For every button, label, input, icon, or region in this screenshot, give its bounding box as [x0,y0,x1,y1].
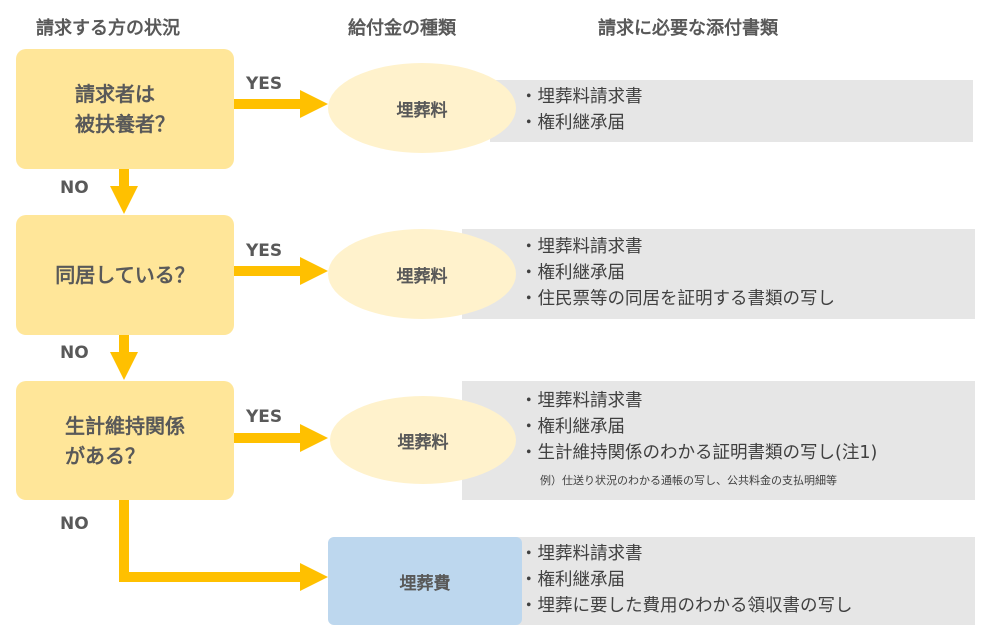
document-list-3: ・埋葬料請求書 ・権利継承届 ・生計維持関係のわかる証明書類の写し(注1) [520,388,877,466]
question-cohabiting-text: 同居している？ [55,263,195,287]
document-item: ・埋葬料請求書 [520,544,643,564]
benefit-box-4: 埋葬費 [328,537,522,625]
question-dependent: 請求者は 被扶養者？ [16,49,234,169]
benefit-label-1: 埋葬料 [396,100,448,121]
yes-arrow-shaft-3 [234,433,302,443]
documents-panel-1 [490,80,973,142]
documents-panel-2 [462,229,975,319]
no-arrow-head-2 [110,352,138,380]
benefit-label-3: 埋葬料 [397,432,449,453]
document-item: ・権利継承届 [520,113,625,133]
document-item: ・権利継承届 [520,570,625,590]
benefit-ellipse-1: 埋葬料 [328,63,516,153]
yes-arrow-head-1 [300,90,328,118]
document-item: ・埋葬に要した費用のわかる領収書の写し [520,596,853,616]
question-livelihood: 生計維持関係 がある？ [16,381,234,500]
yes-arrow-shaft-1 [234,99,302,109]
document-list-2: ・埋葬料請求書 ・権利継承届 ・住民票等の同居を証明する書類の写し [520,234,835,312]
no-label-2: NO [60,343,89,363]
benefit-ellipse-2: 埋葬料 [328,229,516,319]
document-item: ・生計維持関係のわかる証明書類の写し(注1) [520,443,878,463]
header-documents: 請求に必要な添付書類 [598,18,778,39]
document-list-4: ・埋葬料請求書 ・権利継承届 ・埋葬に要した費用のわかる領収書の写し [520,541,853,619]
question-dependent-text: 請求者は 被扶養者？ [75,82,175,136]
yes-arrow-head-2 [300,257,328,285]
yes-label-3: YES [246,407,283,427]
document-item: ・埋葬料請求書 [520,237,643,257]
benefit-label-4: 埋葬費 [399,573,451,594]
header-benefit-type: 給付金の種類 [348,18,456,39]
question-cohabiting: 同居している？ [16,215,234,335]
document-item: ・埋葬料請求書 [520,391,643,411]
yes-label-1: YES [246,74,283,94]
header-situation: 請求する方の状況 [36,18,180,39]
no-arrow-head-1 [110,186,138,214]
yes-arrow-head-3 [300,424,328,452]
question-livelihood-text: 生計維持関係 がある？ [65,413,185,468]
no-label-1: NO [60,178,89,198]
no-arrow-shaft-2 [119,335,129,355]
no-arrow-shaft-4 [119,572,302,582]
no-label-3: NO [60,514,89,534]
no-arrow-shaft-1 [119,169,129,189]
yes-arrow-shaft-2 [234,266,302,276]
yes-label-2: YES [246,241,283,261]
benefit-ellipse-3: 埋葬料 [330,396,516,484]
document-list-1: ・埋葬料請求書 ・権利継承届 [520,84,643,136]
document-item: ・住民票等の同居を証明する書類の写し [520,289,835,309]
documents-panel-3 [462,381,975,500]
document-item: ・埋葬料請求書 [520,87,643,107]
document-item: ・権利継承届 [520,263,625,283]
no-arrow-head-3 [300,563,328,591]
benefit-label-2: 埋葬料 [396,266,448,287]
documents-panel-4 [500,537,975,625]
document-item: ・権利継承届 [520,417,625,437]
document-note: 例）仕送り状況のわかる通帳の写し、公共料金の支払明細等 [540,474,837,487]
no-arrow-shaft-3 [119,500,129,582]
